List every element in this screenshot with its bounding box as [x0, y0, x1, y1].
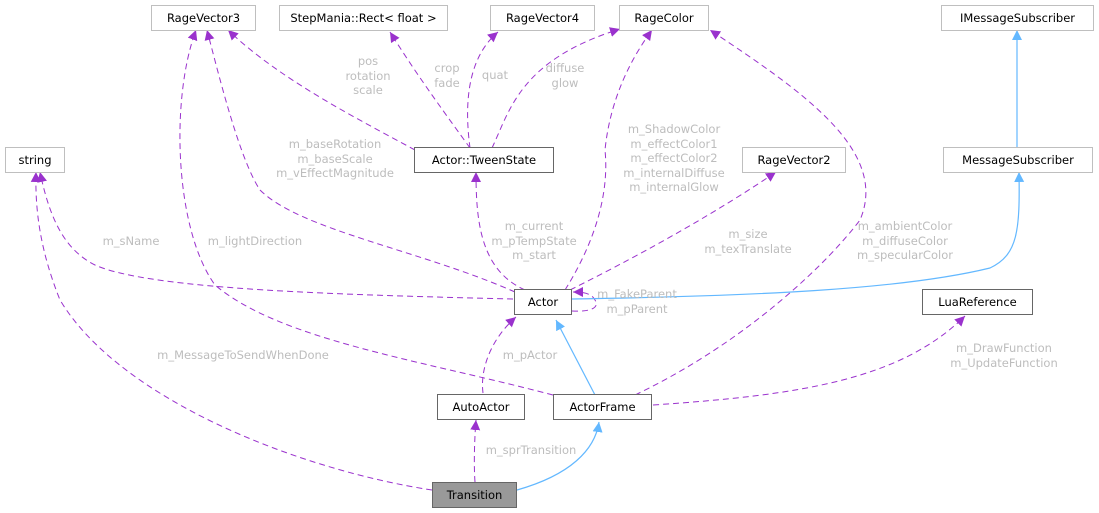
label-lua-functions: m_DrawFunction m_UpdateFunction [950, 341, 1058, 370]
node-ragevector2[interactable]: RageVector2 [742, 147, 846, 173]
node-ragevector4[interactable]: RageVector4 [490, 5, 595, 31]
label-crop-fade: crop fade [434, 61, 460, 90]
edge-transition-string [30, 171, 433, 491]
edge-actor-string [37, 171, 514, 300]
node-actorframe[interactable]: ActorFrame [553, 394, 652, 420]
edge-actor-ragecolor [564, 29, 653, 291]
node-messagesubscriber[interactable]: MessageSubscriber [943, 147, 1093, 173]
label-light-direction: m_lightDirection [207, 234, 303, 248]
node-steprect[interactable]: StepMania::Rect< float > [279, 5, 448, 31]
label-tween-members: m_current m_pTempState m_start [491, 219, 577, 262]
edge-actor-ragevector2 [569, 171, 777, 291]
edge-transition-actorframe [516, 421, 603, 491]
edge-actorframe-luareference [652, 315, 966, 406]
edge-actorframe-ragevector3 [179, 29, 554, 396]
label-quat: quat [481, 68, 509, 82]
edge-actorframe-actor [555, 319, 596, 396]
label-size-tex: m_size m_texTranslate [704, 227, 792, 256]
edge-actor-tweenstate [471, 171, 526, 291]
node-string[interactable]: string [5, 147, 65, 173]
node-autoactor[interactable]: AutoActor [437, 394, 525, 420]
edge-actor-ragevector3-base [204, 29, 516, 293]
label-diffuse-glow: diffuse glow [545, 61, 585, 90]
label-base-vectors: m_baseRotation m_baseScale m_vEffectMagn… [276, 137, 394, 180]
edge-tweenstate-ragevector3 [227, 29, 416, 151]
node-ragecolor[interactable]: RageColor [619, 5, 709, 31]
label-pos-rotation-scale: pos rotation scale [345, 54, 391, 97]
node-luareference[interactable]: LuaReference [922, 289, 1033, 315]
node-actor[interactable]: Actor [514, 289, 572, 315]
node-ragevector3[interactable]: RageVector3 [151, 5, 256, 31]
edge-actorframe-ragecolor [634, 29, 867, 396]
label-message-done: m_MessageToSendWhenDone [157, 348, 329, 362]
label-spr-transition: m_sprTransition [485, 443, 577, 457]
node-imessagesubscriber[interactable]: IMessageSubscriber [941, 5, 1094, 31]
label-pactor: m_pActor [502, 348, 558, 362]
node-transition[interactable]: Transition [432, 482, 517, 508]
label-sname: m_sName [102, 234, 160, 248]
node-tweenstate[interactable]: Actor::TweenState [414, 147, 554, 173]
edge-actor-self [571, 287, 597, 312]
label-colors: m_ShadowColor m_effectColor1 m_effectCol… [623, 122, 725, 194]
edge-autoactor-actor [481, 316, 517, 394]
edge-transition-autoactor [470, 419, 481, 483]
edge-actor-messagesubscriber [571, 171, 1025, 300]
label-parents: m_FakeParent m_pParent [597, 287, 677, 316]
edge-tweenstate-ragecolor [491, 27, 621, 149]
edge-tweenstate-rect [389, 31, 471, 149]
edge-tweenstate-ragevector4 [467, 31, 499, 149]
label-light-colors: m_ambientColor m_diffuseColor m_specular… [857, 219, 953, 262]
